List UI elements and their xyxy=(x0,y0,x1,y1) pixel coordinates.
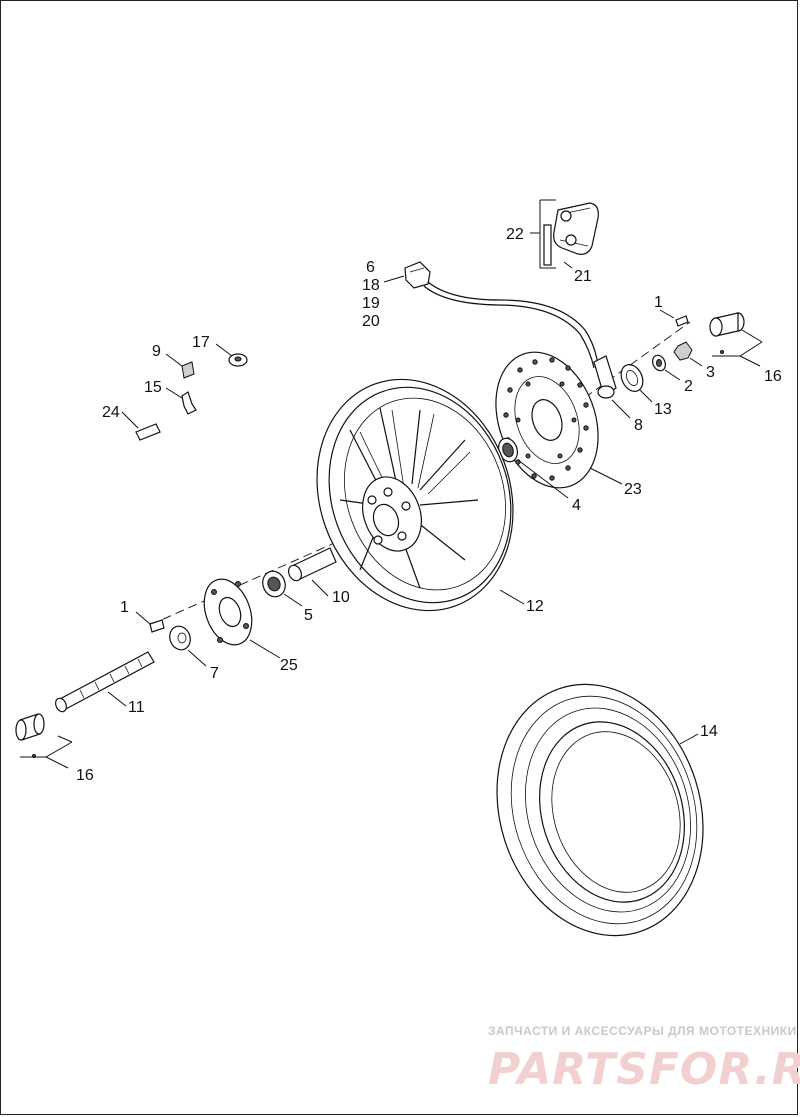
callout-1-top: 1 xyxy=(654,294,663,311)
callout-15: 15 xyxy=(144,379,162,396)
watermark: ЗАПЧАСТИ И АКСЕССУАРЫ ДЛЯ МОТОТЕХНИКИ PA… xyxy=(488,1024,800,1095)
valve-stem-part[interactable] xyxy=(165,387,197,415)
callout-20: 20 xyxy=(362,313,380,330)
callout-21: 21 xyxy=(574,268,592,285)
callout-13: 13 xyxy=(654,401,672,418)
cast-wheel-part[interactable] xyxy=(285,352,544,639)
valve-cap-part[interactable] xyxy=(165,353,195,379)
sensor-spacer-part[interactable] xyxy=(593,355,631,419)
callout-labels: 22 21 6 18 19 20 1 16 3 2 13 8 9 17 15 2… xyxy=(76,226,782,784)
axle-cap-left-part[interactable] xyxy=(15,713,73,769)
brake-rotor-part[interactable] xyxy=(478,338,623,502)
callout-18: 18 xyxy=(362,277,380,294)
screw-bottom-part[interactable] xyxy=(135,611,165,633)
washer-right-part[interactable] xyxy=(650,353,681,381)
brake-pads-part[interactable] xyxy=(530,199,599,269)
callout-16-top: 16 xyxy=(764,368,782,385)
callout-6: 6 xyxy=(366,259,375,276)
valve-nut-part[interactable] xyxy=(215,343,248,367)
callout-5: 5 xyxy=(304,607,313,624)
callout-12: 12 xyxy=(526,598,544,615)
tire-part[interactable] xyxy=(465,657,734,962)
callout-17: 17 xyxy=(192,334,210,351)
callout-9: 9 xyxy=(152,343,161,360)
watermark-tagline: ЗАПЧАСТИ И АКСЕССУАРЫ ДЛЯ МОТОТЕХНИКИ xyxy=(488,1024,797,1038)
wheel-weight-part[interactable] xyxy=(121,411,161,441)
encoder-ring-part[interactable] xyxy=(196,573,281,659)
bearing-right-part[interactable] xyxy=(495,436,569,499)
callout-11: 11 xyxy=(128,699,145,716)
axle-spacer-tube-part[interactable] xyxy=(286,547,337,597)
callout-19: 19 xyxy=(362,295,380,312)
watermark-brand: PARTSFOR.RU xyxy=(488,1044,800,1095)
callout-10: 10 xyxy=(332,589,350,606)
bushing-part[interactable] xyxy=(617,361,653,403)
callout-4: 4 xyxy=(572,497,581,514)
axle-cap-right-part[interactable] xyxy=(709,312,763,367)
callout-16-bottom: 16 xyxy=(76,767,94,784)
callout-2: 2 xyxy=(684,378,693,395)
callout-7: 7 xyxy=(210,665,219,682)
callout-24: 24 xyxy=(102,404,120,421)
callout-25: 25 xyxy=(280,657,298,674)
callout-8: 8 xyxy=(634,417,643,434)
wheel-speed-sensor-part[interactable] xyxy=(383,261,599,369)
rotor-drill-holes xyxy=(503,357,589,481)
washer-left-part[interactable] xyxy=(166,623,207,667)
wheel-spokes xyxy=(339,407,479,589)
axle-nut-part[interactable] xyxy=(673,341,703,367)
bearing-left-part[interactable] xyxy=(259,568,303,607)
callout-23: 23 xyxy=(624,481,642,498)
screw-top-part[interactable] xyxy=(659,309,689,327)
callout-22: 22 xyxy=(506,226,524,243)
front-axle-part[interactable] xyxy=(54,651,155,713)
callout-3: 3 xyxy=(706,364,715,381)
callout-14: 14 xyxy=(700,723,718,740)
callout-1-bottom: 1 xyxy=(120,599,129,616)
